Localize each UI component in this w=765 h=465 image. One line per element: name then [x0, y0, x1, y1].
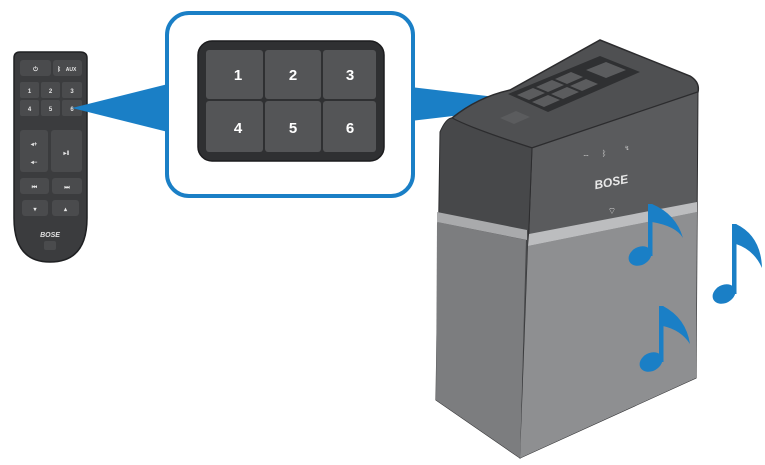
- wifi-setup-icon: ⌔: [608, 207, 616, 217]
- speaker-front-grille: [436, 222, 526, 458]
- remote-thumbs-up-button[interactable]: [52, 200, 79, 216]
- next-icon: ⏭: [64, 185, 70, 191]
- speaker-preset-button-6[interactable]: [570, 79, 598, 91]
- remote-aux-button[interactable]: [53, 60, 82, 76]
- thumbs-down-icon: ▾: [32, 207, 37, 213]
- remote-source-button[interactable]: [44, 241, 56, 250]
- preset-label: 1: [234, 67, 242, 84]
- preset-label: 3: [346, 67, 354, 84]
- remote-preset-label: 1: [28, 89, 32, 95]
- aux-status-icon: ↯: [624, 145, 629, 152]
- remote-thumbs-down-button[interactable]: [22, 200, 48, 216]
- remote-previous-button[interactable]: [20, 178, 49, 194]
- remote-brand-logo: BOSE: [40, 232, 60, 239]
- preset-label: 4: [234, 120, 243, 137]
- speaker-volume-buttons[interactable]: [586, 62, 626, 78]
- callout-arrow-left: [72, 84, 168, 132]
- remote-next-button[interactable]: [52, 178, 82, 194]
- remote-aux-label: AUX: [66, 67, 77, 73]
- preset-button-4[interactable]: [206, 101, 263, 152]
- preset-callout: 1 2 3 4 5 6: [165, 11, 415, 198]
- speaker-power-button[interactable]: [500, 111, 530, 124]
- speaker-brand-logo: BOSE: [593, 172, 630, 192]
- music-notes: [628, 204, 762, 372]
- remote-preset-label: 3: [70, 89, 74, 95]
- remote-preset-button-1[interactable]: [20, 82, 39, 98]
- remote-preset-label: 5: [49, 107, 53, 113]
- remote-preset-label: 6: [70, 107, 74, 113]
- preset-button-6[interactable]: [323, 101, 376, 152]
- power-icon: ⏻: [33, 66, 38, 73]
- preset-button-5[interactable]: [265, 101, 321, 152]
- previous-icon: ⏮: [32, 185, 38, 191]
- speaker-preset-button-1[interactable]: [517, 88, 545, 100]
- remote-preset-button-4[interactable]: [20, 100, 39, 116]
- bluetooth-status-icon: ᛒ: [602, 149, 607, 158]
- remote-preset-grid: 1 2 3 4 5 6: [20, 82, 82, 116]
- remote-preset-label: 2: [49, 89, 53, 95]
- bluetooth-icon: ᛒ: [57, 66, 61, 73]
- remote-power-button[interactable]: [20, 60, 51, 76]
- music-note-icon: [628, 204, 683, 266]
- speaker-preset-button-5[interactable]: [551, 87, 579, 99]
- remote-control: ⏻ AUX ᛒ 1 2 3 4 5 6 ◂+ ◂− ▸ǁ ⏮ ⏭: [13, 51, 88, 263]
- callout-preset-grid: 1 2 3 4 5 6: [206, 50, 376, 152]
- preset-label: 5: [289, 120, 297, 137]
- preset-button-3[interactable]: [323, 50, 376, 99]
- play-pause-icon: ▸ǁ: [63, 151, 70, 157]
- preset-button-2[interactable]: [265, 50, 321, 99]
- remote-preset-button-3[interactable]: [62, 82, 82, 98]
- speaker-preset-button-4[interactable]: [532, 95, 560, 107]
- speaker-front-grille-trim: [437, 212, 527, 240]
- speaker-preset-button-3[interactable]: [555, 72, 583, 84]
- speaker-grille: [520, 212, 697, 458]
- remote-preset-label: 4: [28, 107, 32, 113]
- music-note-icon: [639, 306, 690, 372]
- wifi-status-icon: ⌔: [582, 153, 590, 162]
- thumbs-up-icon: ▴: [63, 207, 68, 213]
- volume-down-icon: ◂−: [30, 160, 38, 166]
- speaker-preset-button-2[interactable]: [536, 80, 564, 92]
- volume-up-icon: ◂+: [30, 142, 38, 148]
- preset-label: 2: [289, 67, 297, 84]
- speaker: ⌔ ᛒ ↯ BOSE ⌔: [435, 39, 700, 459]
- preset-button-1[interactable]: [206, 50, 263, 99]
- remote-play-pause-button[interactable]: [51, 130, 82, 172]
- speaker-top-preset-grid: [517, 72, 598, 107]
- music-note-icon: [712, 224, 762, 304]
- remote-preset-button-5[interactable]: [41, 100, 60, 116]
- preset-label: 6: [346, 120, 354, 137]
- remote-preset-button-2[interactable]: [41, 82, 60, 98]
- remote-volume-rocker[interactable]: [20, 130, 48, 172]
